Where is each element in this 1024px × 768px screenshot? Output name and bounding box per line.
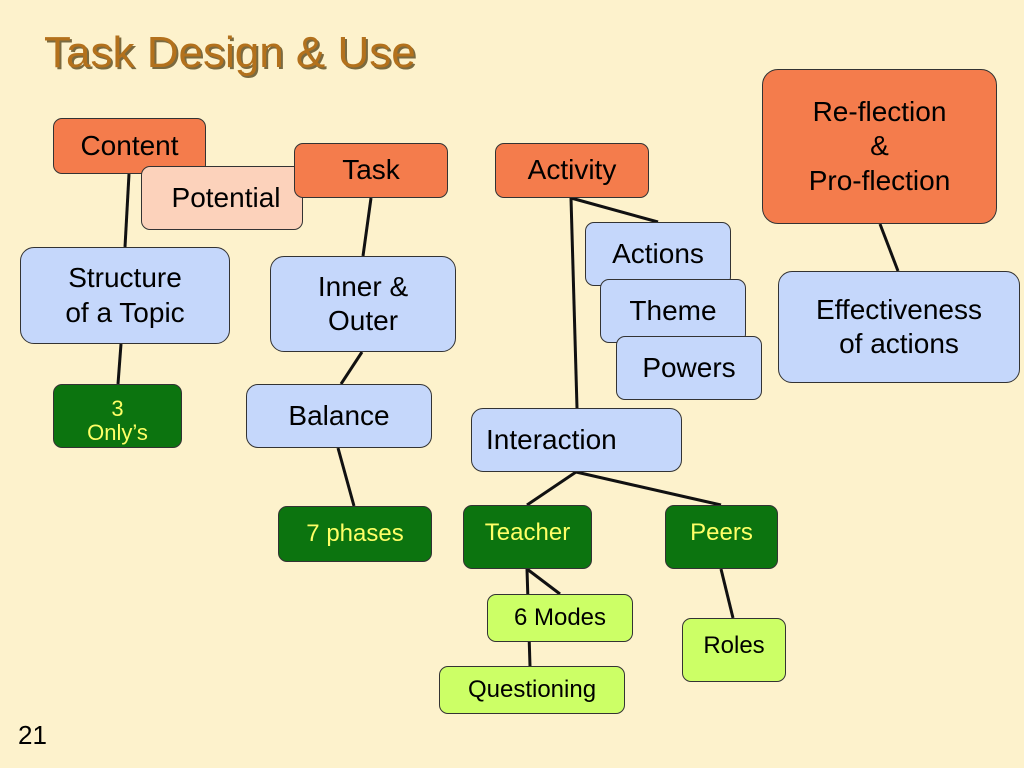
link-content-structure [123, 173, 131, 248]
link-teacher-modes-branch [526, 567, 561, 596]
node-powers: Powers [616, 336, 762, 400]
slide-number: 21 [18, 720, 47, 750]
node-structure: Structure of a Topic [20, 247, 230, 344]
node-task-label: Task [342, 154, 400, 186]
node-powers-label: Powers [642, 351, 736, 383]
node-questioning-label: Questioning [467, 676, 597, 704]
node-six-modes-label: 6 Modes [513, 604, 607, 632]
node-teacher: Teacher [463, 505, 592, 569]
node-reflection: Re-flection & Pro-flection [762, 69, 997, 224]
node-three-onlys: 3 Only’s [53, 384, 182, 448]
link-balance-phases [336, 447, 356, 507]
node-balance-label: Balance [288, 399, 390, 431]
node-potential: Potential [141, 166, 303, 230]
node-potential-label: Potential [171, 181, 281, 213]
node-task: Task [294, 143, 448, 198]
node-seven-phases: 7 phases [278, 506, 432, 562]
link-interaction-teacher [526, 470, 577, 507]
node-theme-label: Theme [629, 294, 717, 326]
slide-title: Task Design & Use [44, 28, 416, 77]
node-roles: Roles [682, 618, 786, 682]
node-questioning: Questioning [439, 666, 625, 714]
node-peers: Peers [665, 505, 778, 569]
link-activity-interaction [569, 197, 579, 409]
node-three-onlys-label: 3 Only’s [87, 396, 148, 446]
link-reflection-effectiveness [878, 223, 900, 272]
node-content-label: Content [80, 129, 179, 161]
node-interaction-label: Interaction [486, 423, 617, 455]
node-actions-label: Actions [612, 237, 704, 269]
node-seven-phases-label: 7 phases [306, 520, 404, 548]
node-activity: Activity [495, 143, 649, 198]
node-teacher-label: Teacher [484, 519, 571, 546]
node-reflection-label: Re-flection & Pro-flection [808, 96, 951, 196]
node-six-modes: 6 Modes [487, 594, 633, 642]
node-activity-label: Activity [527, 154, 617, 186]
node-content: Content [53, 118, 206, 174]
node-balance: Balance [246, 384, 432, 448]
node-effectiveness: Effectiveness of actions [778, 271, 1020, 383]
node-interaction: Interaction [471, 408, 682, 472]
node-inner-outer-label: Inner & Outer [317, 270, 409, 336]
link-peers-roles [719, 568, 735, 619]
node-peers-label: Peers [690, 519, 753, 546]
link-structure-onlys [116, 343, 123, 385]
link-interaction-peers [575, 470, 722, 507]
link-task-inner [361, 197, 373, 257]
node-actions: Actions [585, 222, 731, 286]
node-theme: Theme [600, 279, 746, 343]
link-inner-balance [339, 351, 364, 385]
node-effectiveness-label: Effectiveness of actions [815, 293, 983, 359]
link-activity-actions [570, 196, 659, 224]
node-inner-outer: Inner & Outer [270, 256, 456, 352]
node-roles-label: Roles [703, 632, 765, 659]
node-structure-label: Structure of a Topic [65, 262, 185, 328]
